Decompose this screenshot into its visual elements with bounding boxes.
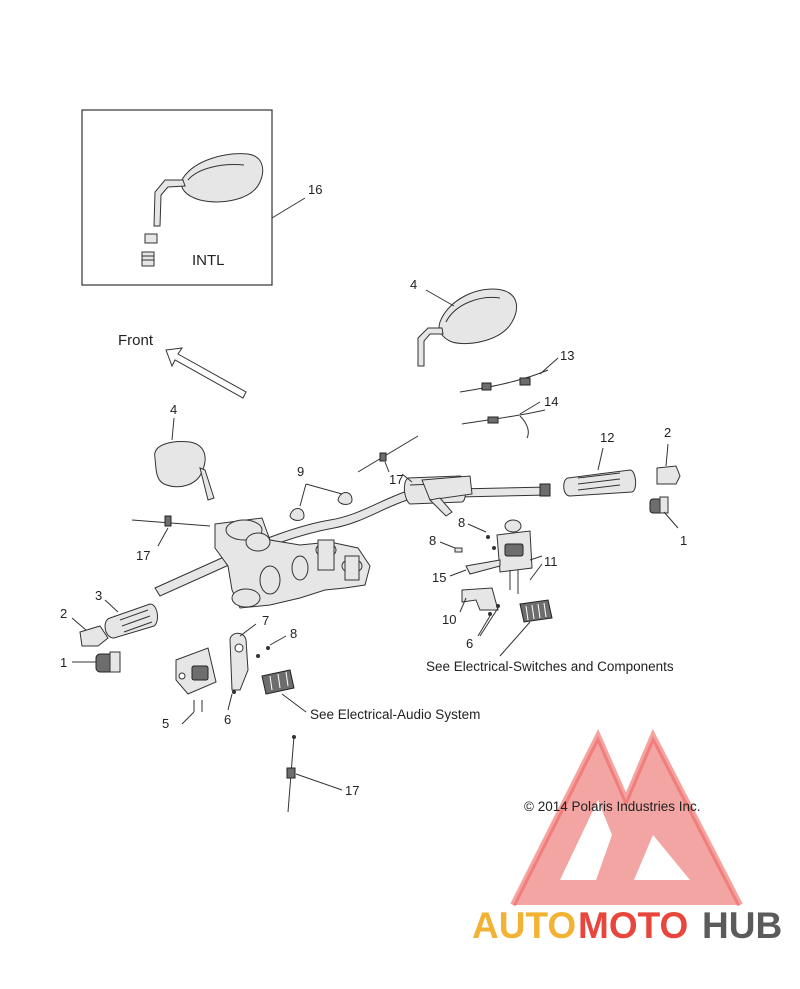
- intl-mirror-icon: [141, 153, 264, 267]
- watermark-hub: HUB: [702, 905, 782, 946]
- note-audio: See Electrical-Audio System: [310, 707, 480, 722]
- watermark-wordmark: AUTO MOTO HUB: [472, 905, 782, 946]
- left-switch-cluster: 5 7 8 6 See Electrical-Audio System: [162, 613, 480, 731]
- clips-and-ties: 17 9 17: [131, 435, 419, 563]
- callout-8-upper: 8: [458, 515, 465, 530]
- right-grip-assembly: 12 2 1: [563, 425, 687, 548]
- watermark-moto: MOTO: [578, 905, 688, 946]
- callout-4-left: 4: [170, 402, 177, 417]
- front-arrow-icon: [165, 347, 247, 399]
- copyright: © 2014 Polaris Industries Inc.: [524, 799, 701, 814]
- callout-17-bottom: 17: [345, 783, 359, 798]
- handlebar: [154, 473, 551, 597]
- callout-9: 9: [297, 464, 304, 479]
- callout-17-top: 17: [389, 472, 403, 487]
- intl-label: INTL: [192, 252, 225, 269]
- callout-7: 7: [262, 613, 269, 628]
- front-indicator: Front: [118, 332, 247, 399]
- callout-15: 15: [432, 570, 446, 585]
- callout-13: 13: [560, 348, 574, 363]
- left-grip-assembly: 3 2 1: [60, 588, 158, 673]
- watermark-auto: AUTO: [472, 905, 576, 946]
- callout-12: 12: [600, 430, 614, 445]
- right-switch-cluster: 8 8 11 15 10 6 See Electrical-Switches a…: [426, 515, 674, 674]
- callout-2-left: 2: [60, 606, 67, 621]
- callout-14: 14: [544, 394, 558, 409]
- callout-5: 5: [162, 716, 169, 731]
- watermark-logo: [510, 728, 743, 907]
- callout-6-left: 6: [224, 712, 231, 727]
- watermark-triangle-icon: [513, 736, 740, 905]
- callout-16: 16: [308, 182, 322, 197]
- throttle-cables: 13 14: [459, 348, 574, 439]
- callout-1-right: 1: [680, 533, 687, 548]
- callout-17-left: 17: [136, 548, 150, 563]
- callout-8-left-cluster: 8: [290, 626, 297, 641]
- bottom-cable-tie: 17: [286, 735, 359, 813]
- front-label: Front: [118, 332, 154, 349]
- callout-6-right: 6: [466, 636, 473, 651]
- callout-10: 10: [442, 612, 456, 627]
- callout-3: 3: [95, 588, 102, 603]
- callout-2-right: 2: [664, 425, 671, 440]
- note-switches: See Electrical-Switches and Components: [426, 659, 674, 674]
- inset-frame: [81, 109, 273, 286]
- intl-inset: INTL 16: [81, 109, 322, 286]
- callout-8-left: 8: [429, 533, 436, 548]
- right-mirror: 4: [410, 277, 518, 367]
- callout-11: 11: [544, 554, 558, 569]
- callout-4-right: 4: [410, 277, 417, 292]
- callout-1-left: 1: [60, 655, 67, 670]
- triple-clamp: [214, 517, 371, 609]
- left-mirror: 4: [154, 402, 215, 501]
